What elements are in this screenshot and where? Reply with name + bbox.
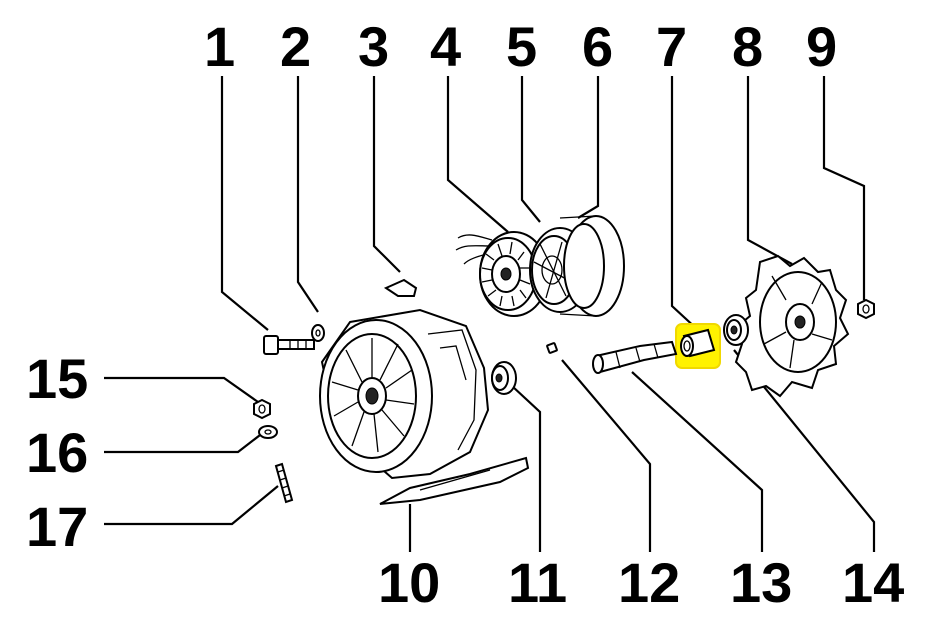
callout-4[interactable]: 4 [430, 15, 461, 78]
callout-7[interactable]: 7 [656, 15, 687, 78]
leader-16 [104, 431, 265, 454]
callout-12[interactable]: 12 [618, 551, 680, 614]
part-2-washer[interactable] [311, 324, 325, 342]
callout-17[interactable]: 17 [26, 495, 88, 558]
leader-15 [104, 376, 259, 403]
leader-13 [631, 371, 764, 552]
callout-1[interactable]: 1 [204, 15, 235, 78]
part-15-nut[interactable] [253, 398, 271, 420]
part-3-clip[interactable] [383, 278, 418, 297]
part-1-bolt[interactable] [263, 335, 315, 355]
leader-lines [104, 76, 876, 552]
callout-10[interactable]: 10 [378, 551, 440, 614]
leader-7 [670, 76, 699, 331]
callout-9[interactable]: 9 [806, 15, 837, 78]
callout-3[interactable]: 3 [358, 15, 389, 78]
stator-slots [481, 241, 531, 307]
leader-11 [511, 385, 542, 552]
leader-3 [372, 76, 401, 273]
leader-14 [733, 349, 876, 552]
part-16-washer[interactable] [258, 425, 278, 439]
leader-6 [577, 76, 600, 219]
part-11-bearing[interactable] [491, 361, 517, 395]
leader-17 [104, 485, 279, 526]
callout-14[interactable]: 14 [842, 551, 904, 614]
callout-2[interactable]: 2 [280, 15, 311, 78]
callout-5[interactable]: 5 [506, 15, 537, 78]
part-14-bearing[interactable] [723, 314, 749, 346]
leader-12 [561, 359, 652, 552]
leader-8 [746, 76, 793, 265]
part-13-shaft[interactable] [592, 340, 678, 374]
callout-13[interactable]: 13 [730, 551, 792, 614]
part-7-bushing[interactable] [675, 323, 721, 369]
leader-5 [520, 76, 541, 223]
part-8-fan[interactable] [734, 254, 850, 398]
part-17-stud[interactable] [274, 462, 294, 504]
part-4-stator[interactable] [455, 231, 549, 317]
part-9-nut[interactable] [857, 298, 875, 320]
callout-8[interactable]: 8 [732, 15, 763, 78]
callout-6[interactable]: 6 [582, 15, 613, 78]
callout-16[interactable]: 16 [26, 421, 88, 484]
part-10-housing[interactable] [319, 308, 530, 505]
callout-15[interactable]: 15 [26, 347, 88, 410]
callout-11[interactable]: 11 [508, 551, 567, 614]
leader-4 [446, 76, 509, 233]
housing-fins [331, 338, 415, 453]
part-12-key[interactable] [546, 342, 558, 354]
leader-9 [822, 76, 866, 300]
callout-numbers: 1 2 3 4 5 6 7 8 9 10 11 12 13 14 15 16 1… [26, 15, 904, 614]
leader-1 [220, 76, 269, 331]
leader-2 [296, 76, 319, 313]
part-6-ring[interactable] [559, 215, 625, 317]
